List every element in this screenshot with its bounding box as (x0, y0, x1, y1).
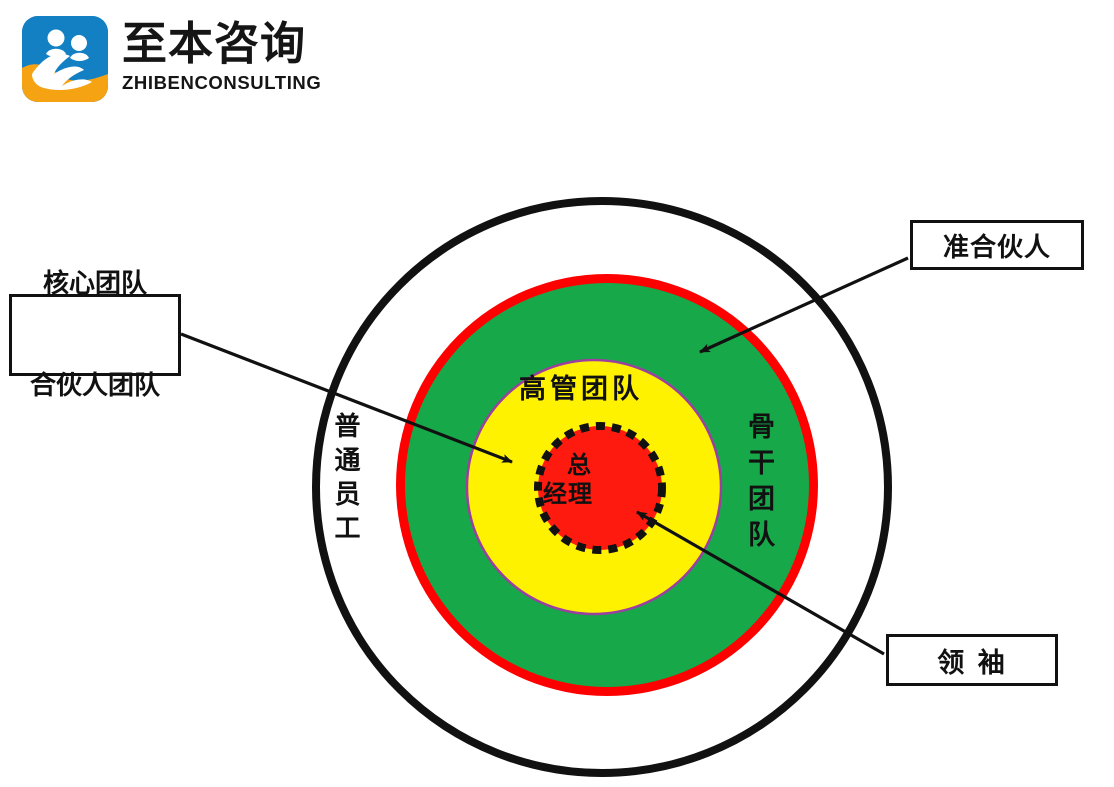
callout-leader: 领 袖 (886, 634, 1058, 686)
leader-line-core-team (180, 332, 513, 464)
ring-label-general-manager-line2: 经理 (543, 480, 593, 508)
brand-wordmark: 至本咨询 ZHIBENCONSULTING (122, 18, 332, 104)
callout-core-team-line2: 合伙人团队 (29, 371, 160, 401)
callout-quasi-partner: 准合伙人 (910, 220, 1084, 270)
ring-label-general-manager-line1: 总 (567, 451, 591, 479)
callout-core-team: 核心团队 合伙人团队 (9, 269, 181, 401)
brand-name-en: ZHIBENCONSULTING (122, 72, 322, 93)
brand-logo: 至本咨询 ZHIBENCONSULTING (22, 14, 332, 106)
ring-label-executive-team: 高管团队 (519, 374, 643, 405)
ring-label-ordinary-staff: 普通员工 (330, 412, 360, 548)
leader-line-quasi-partner (699, 256, 909, 354)
zhiben-people-logo-icon (22, 16, 108, 102)
brand-name-cn: 至本咨询 (122, 17, 307, 70)
leader-line-leader (636, 510, 885, 656)
callout-core-team-line1: 核心团队 (42, 269, 147, 299)
ring-core-general-manager (542, 430, 658, 546)
ring-label-backbone-team: 骨干团队 (743, 412, 774, 556)
